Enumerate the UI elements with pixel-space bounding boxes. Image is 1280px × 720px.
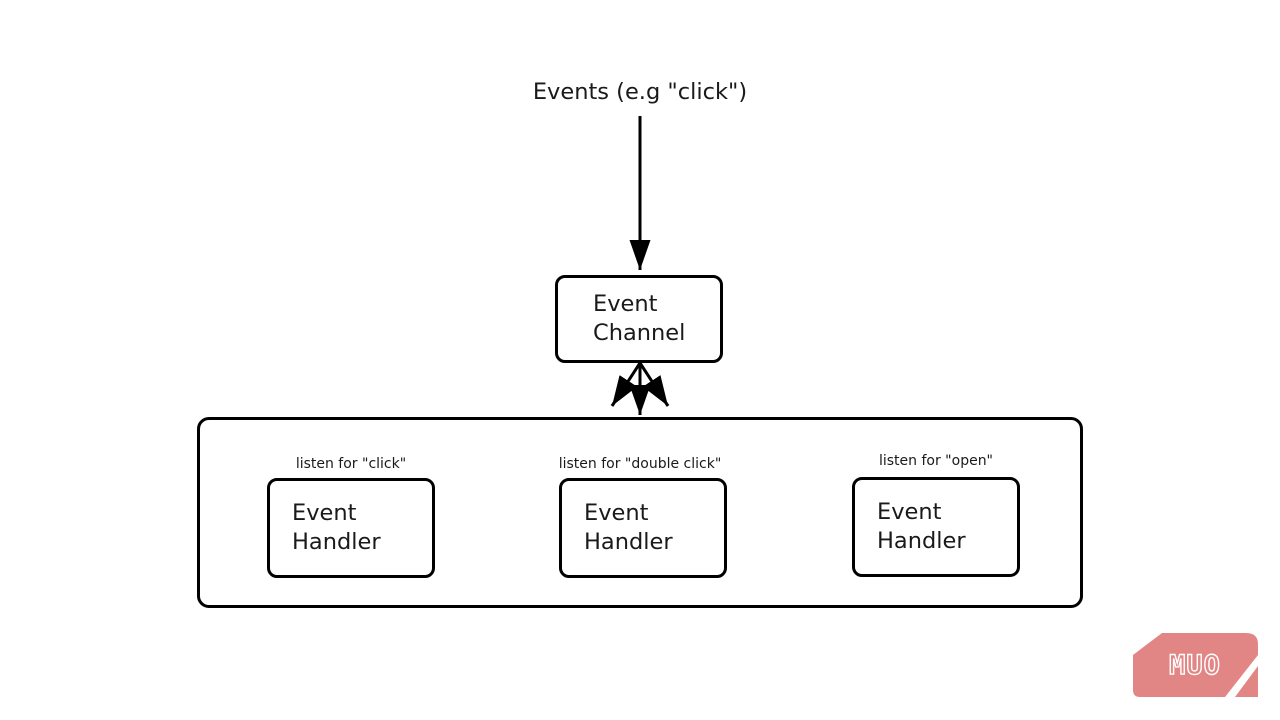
- event-channel-box: Event Channel: [555, 275, 723, 363]
- muo-logo-text: MUO: [1169, 650, 1221, 681]
- muo-logo: MUO: [1133, 633, 1258, 697]
- diagram-title: Events (e.g "click"): [532, 79, 748, 105]
- event-handler-label: Event Handler: [292, 500, 381, 555]
- event-channel-label: Event Channel: [593, 291, 686, 346]
- event-handler-box-click: Event Handler: [267, 478, 435, 578]
- handler-caption-click: listen for "click": [295, 456, 407, 472]
- event-handler-box-double-click: Event Handler: [559, 478, 727, 578]
- muo-logo-corner-triangle: [1235, 666, 1258, 697]
- event-handler-label: Event Handler: [584, 500, 673, 555]
- fan-arrow-left: [610, 362, 642, 407]
- event-handler-label: Event Handler: [877, 499, 966, 554]
- muo-logo-badge: [1133, 633, 1258, 697]
- handler-caption-double-click: listen for "double click": [558, 456, 722, 472]
- event-handler-box-open: Event Handler: [852, 477, 1020, 577]
- handler-caption-open: listen for "open": [878, 453, 994, 469]
- fan-arrow-right: [638, 362, 670, 407]
